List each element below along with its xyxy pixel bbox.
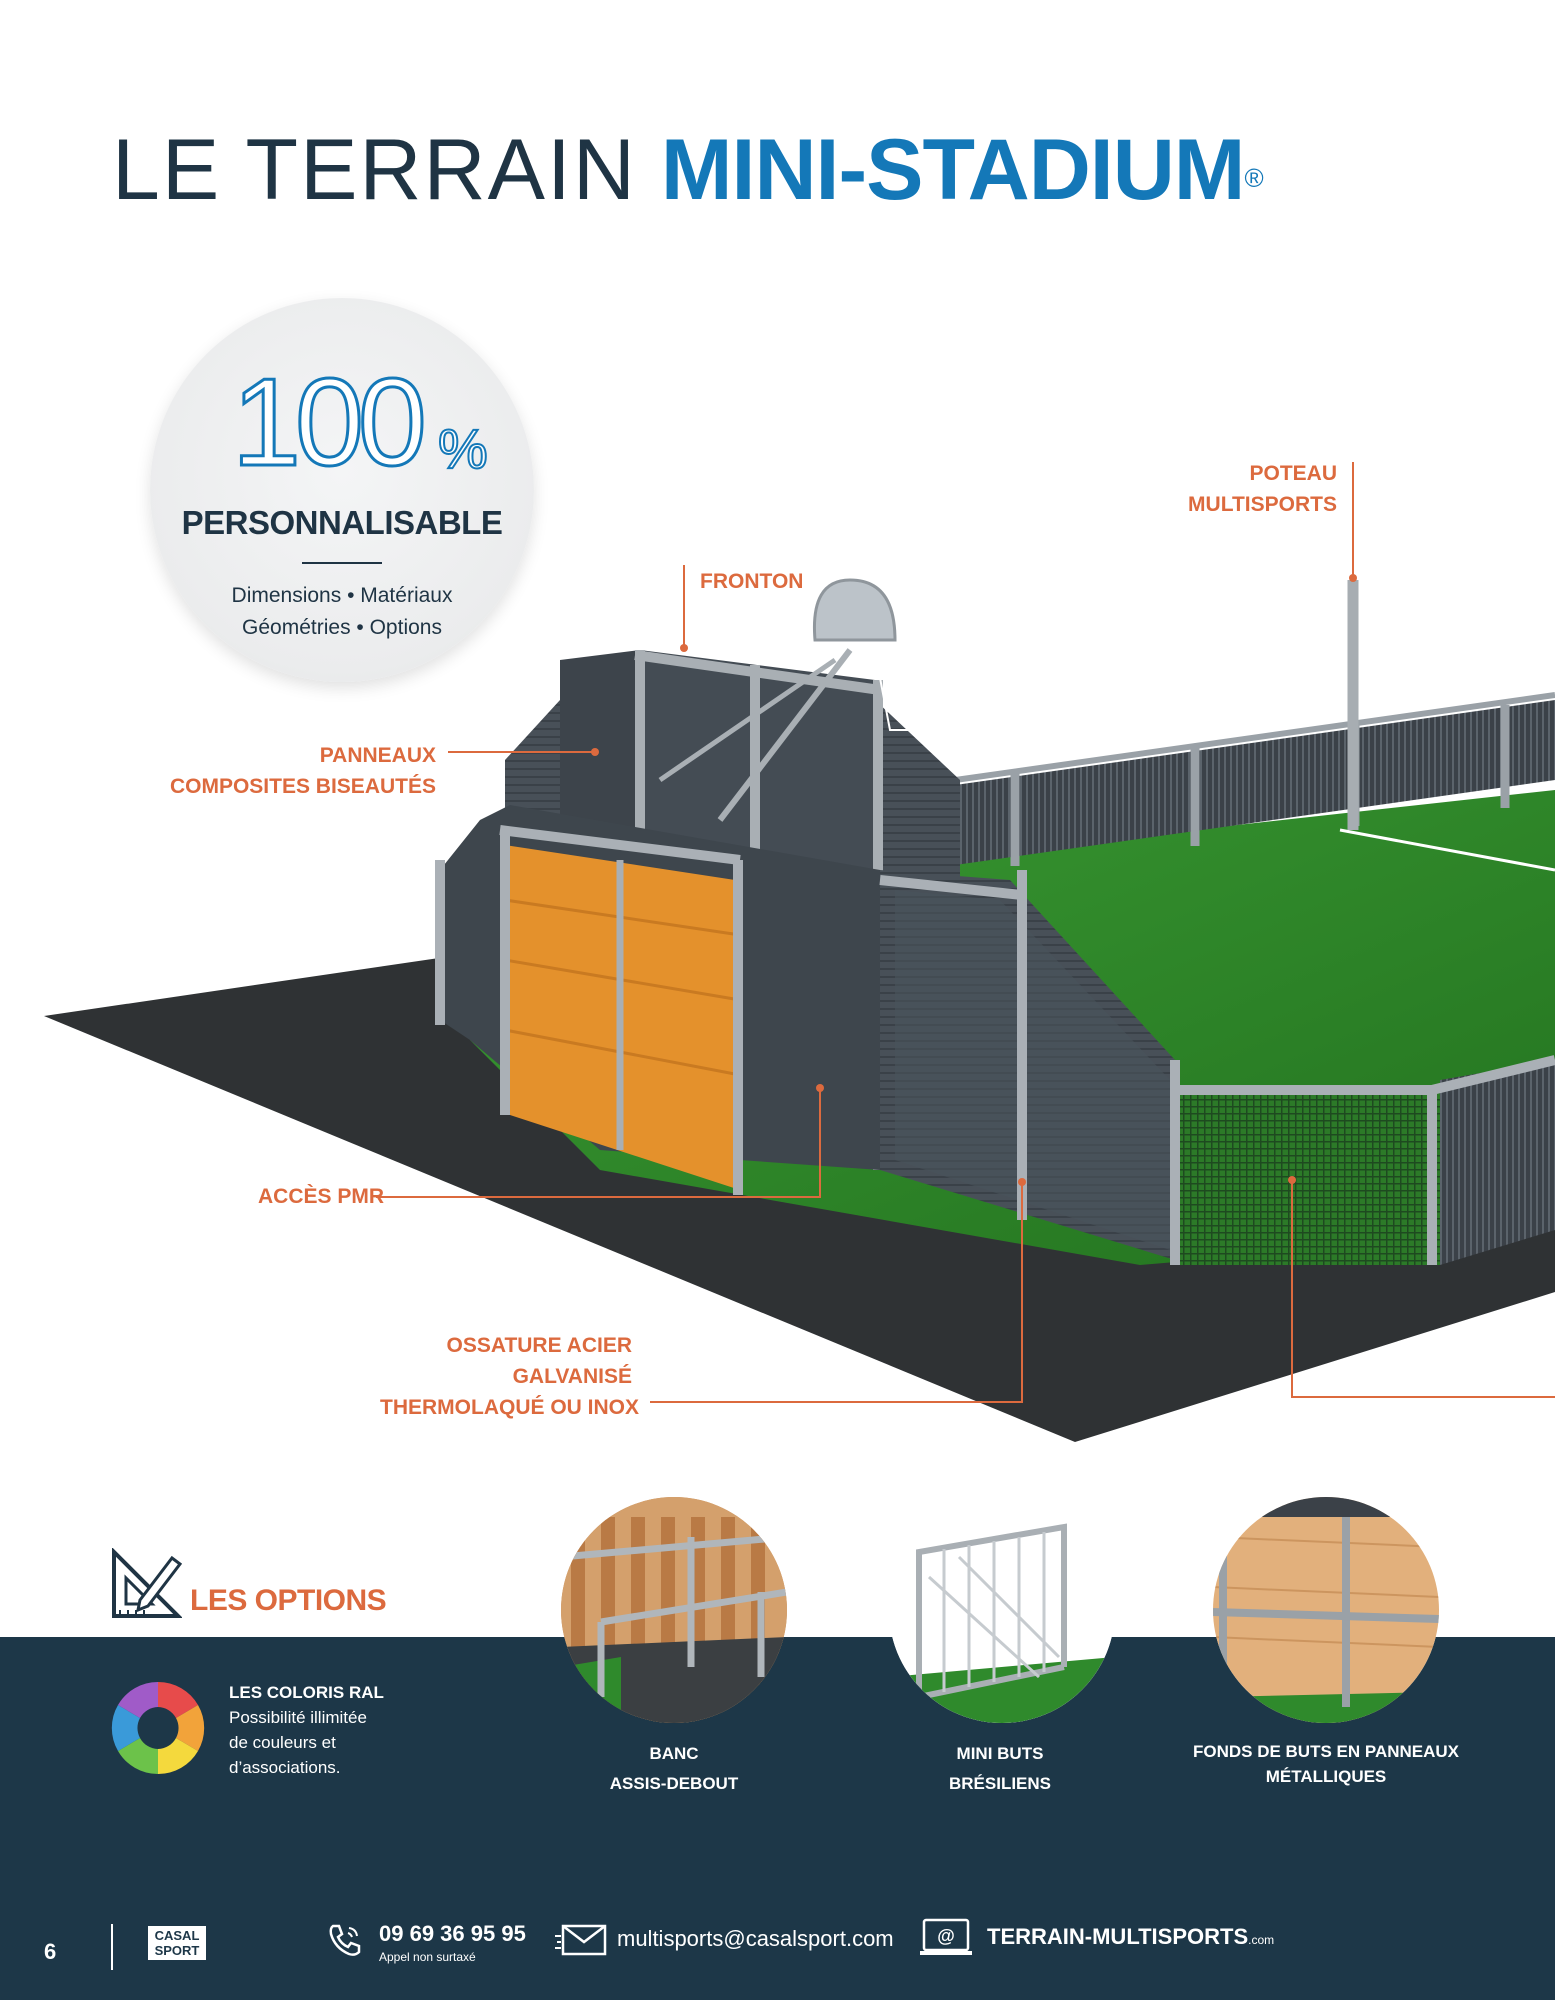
stadium-illustration — [44, 462, 1555, 1442]
logo-line-1: CASAL — [154, 1928, 200, 1943]
option-mini-goal-image — [889, 1497, 1115, 1723]
callout-ossature-line-1: OSSATURE ACIER — [446, 1334, 632, 1357]
title-light: LE TERRAIN — [112, 122, 637, 218]
option-mini-goal-line-1: MINI BUTS — [956, 1744, 1044, 1763]
website-name: TERRAIN-MULTISPORTS — [987, 1924, 1249, 1949]
page-number: 6 — [44, 1939, 57, 1964]
option-goal-panels-line-2: MÉTALLIQUES — [1265, 1767, 1387, 1786]
callout-poteau-line-1: POTEAU — [1249, 462, 1337, 485]
option-mini-goal-caption: MINI BUTS BRÉSILIENS — [900, 1739, 1100, 1799]
badge-line-1: Dimensions • Matériaux — [231, 584, 453, 607]
colors-text: LES COLORIS RAL Possibilité illimitée de… — [229, 1680, 384, 1780]
callout-ossature-line-2: GALVANISÉ — [512, 1365, 632, 1388]
drafting-tools-icon — [112, 1548, 182, 1618]
web-icon: @ — [920, 1918, 972, 1955]
personalisable-badge: 100 % PERSONNALISABLE Dimensions • Matér… — [150, 298, 534, 682]
options-header: LES OPTIONS — [110, 1548, 387, 1628]
website-link[interactable]: TERRAIN-MULTISPORTS.com — [987, 1924, 1274, 1950]
callout-poteau-line-2: MULTISPORTS — [1188, 493, 1337, 516]
registered-mark: ® — [1244, 163, 1264, 193]
phone-icon — [329, 1924, 361, 1956]
colors-line-1: Possibilité illimitée — [229, 1708, 367, 1727]
basketball-backboard — [812, 578, 897, 642]
badge-divider — [302, 562, 382, 564]
options-heading: LES OPTIONS — [190, 1584, 387, 1617]
callout-poteau: POTEAU MULTISPORTS — [1170, 458, 1337, 520]
option-mini-goal-line-2: BRÉSILIENS — [948, 1774, 1052, 1793]
callout-ossature: OSSATURE ACIER GALVANISÉ THERMOLAQUÉ OU … — [380, 1330, 640, 1423]
logo-line-2: SPORT — [154, 1943, 200, 1958]
badge-percent: % — [437, 416, 489, 481]
option-bench-caption: BANC ASSIS-DEBOUT — [574, 1739, 774, 1799]
email-link[interactable]: multisports@casalsport.com — [617, 1926, 894, 1951]
badge-number: 100 — [231, 354, 429, 492]
svg-text:@: @ — [937, 1926, 955, 1946]
option-goal-panels-caption: FONDS DE BUTS EN PANNEAUX MÉTALLIQUES — [1176, 1739, 1476, 1789]
callout-fronton: FRONTON — [700, 570, 804, 593]
option-goal-panels-line-1: FONDS DE BUTS EN PANNEAUX — [1192, 1742, 1460, 1761]
option-goal-panels-image — [1213, 1497, 1439, 1723]
website-suffix: .com — [1248, 1933, 1275, 1947]
title-bold: MINI-STADIUM — [660, 122, 1246, 218]
color-wheel-icon — [111, 1681, 205, 1775]
callout-panneaux-line-1: PANNEAUX — [319, 744, 436, 767]
callout-ossature-line-3: THERMOLAQUÉ OU INOX — [380, 1396, 640, 1419]
callout-panneaux-line-2: COMPOSITES BISEAUTÉS — [169, 775, 436, 798]
phone-note: Appel non surtaxé — [379, 1950, 476, 1964]
callout-panneaux: PANNEAUX COMPOSITES BISEAUTÉS — [160, 740, 436, 802]
phone-number[interactable]: 09 69 36 95 95 — [379, 1921, 526, 1946]
colors-title: LES COLORIS RAL — [229, 1683, 384, 1702]
casal-sport-logo: CASAL SPORT — [148, 1926, 206, 1960]
option-bench-line-1: BANC — [649, 1744, 699, 1763]
colors-line-3: d’associations. — [229, 1758, 341, 1777]
badge-heading: PERSONNALISABLE — [181, 504, 503, 541]
footer-divider — [111, 1924, 113, 1970]
badge-line-2: Géométries • Options — [242, 616, 442, 639]
callout-acces-pmr: ACCÈS PMR — [258, 1185, 385, 1208]
page-title: LE TERRAIN MINI-STADIUM® — [112, 120, 1264, 220]
option-bench-image — [561, 1497, 787, 1723]
mail-icon — [555, 1924, 607, 1956]
option-bench-line-2: ASSIS-DEBOUT — [609, 1774, 739, 1793]
colors-line-2: de couleurs et — [229, 1733, 336, 1752]
